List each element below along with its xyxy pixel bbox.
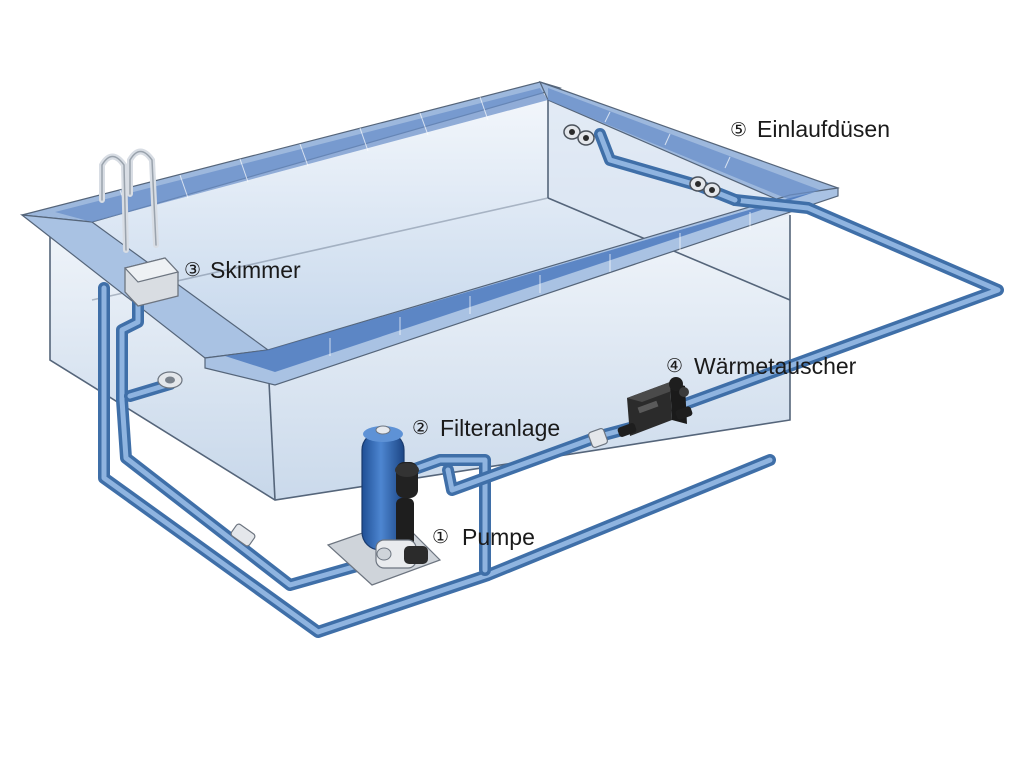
label-heat-exchanger: ④ Wärmetauscher <box>666 353 857 379</box>
skimmer-icon <box>123 257 180 307</box>
label-heat-exchanger-text: Wärmetauscher <box>694 353 857 379</box>
sand-filter-icon <box>361 425 419 551</box>
label-heat-exchanger-number: ④ <box>666 355 683 377</box>
tile-band-right <box>548 88 820 200</box>
inlet-nozzle-icon <box>563 124 595 146</box>
pool-front-wall <box>268 215 790 500</box>
pipe-union <box>587 427 609 449</box>
pipe-network <box>98 128 1004 638</box>
wall-fitting-icon <box>157 371 183 389</box>
label-skimmer: ③ Skimmer <box>184 257 301 283</box>
valve-icon <box>230 523 256 547</box>
label-pump-number: ① <box>432 526 449 548</box>
heat-exchanger-icon <box>617 377 693 437</box>
label-skimmer-number: ③ <box>184 259 201 281</box>
inlet-nozzle-group <box>563 124 721 198</box>
filter-pump-unit <box>326 425 442 586</box>
inlet-nozzle-icon <box>689 176 721 198</box>
label-inlet-nozzles-number: ⑤ <box>730 119 747 141</box>
label-inlet-nozzles-text: Einlaufdüsen <box>757 116 890 142</box>
label-pump-text: Pumpe <box>462 524 535 550</box>
pool-ladder-icon <box>99 148 159 253</box>
tile-band-back <box>55 88 548 222</box>
label-filter: ② Filteranlage <box>412 415 560 441</box>
tile-band-front <box>225 192 815 372</box>
label-skimmer-text: Skimmer <box>210 257 301 283</box>
label-pump: ① Pumpe <box>432 524 535 550</box>
label-filter-number: ② <box>412 417 429 439</box>
pump-icon <box>375 498 428 569</box>
label-inlet-nozzles: ⑤ Einlaufdüsen <box>730 116 890 142</box>
label-filter-text: Filteranlage <box>440 415 560 441</box>
